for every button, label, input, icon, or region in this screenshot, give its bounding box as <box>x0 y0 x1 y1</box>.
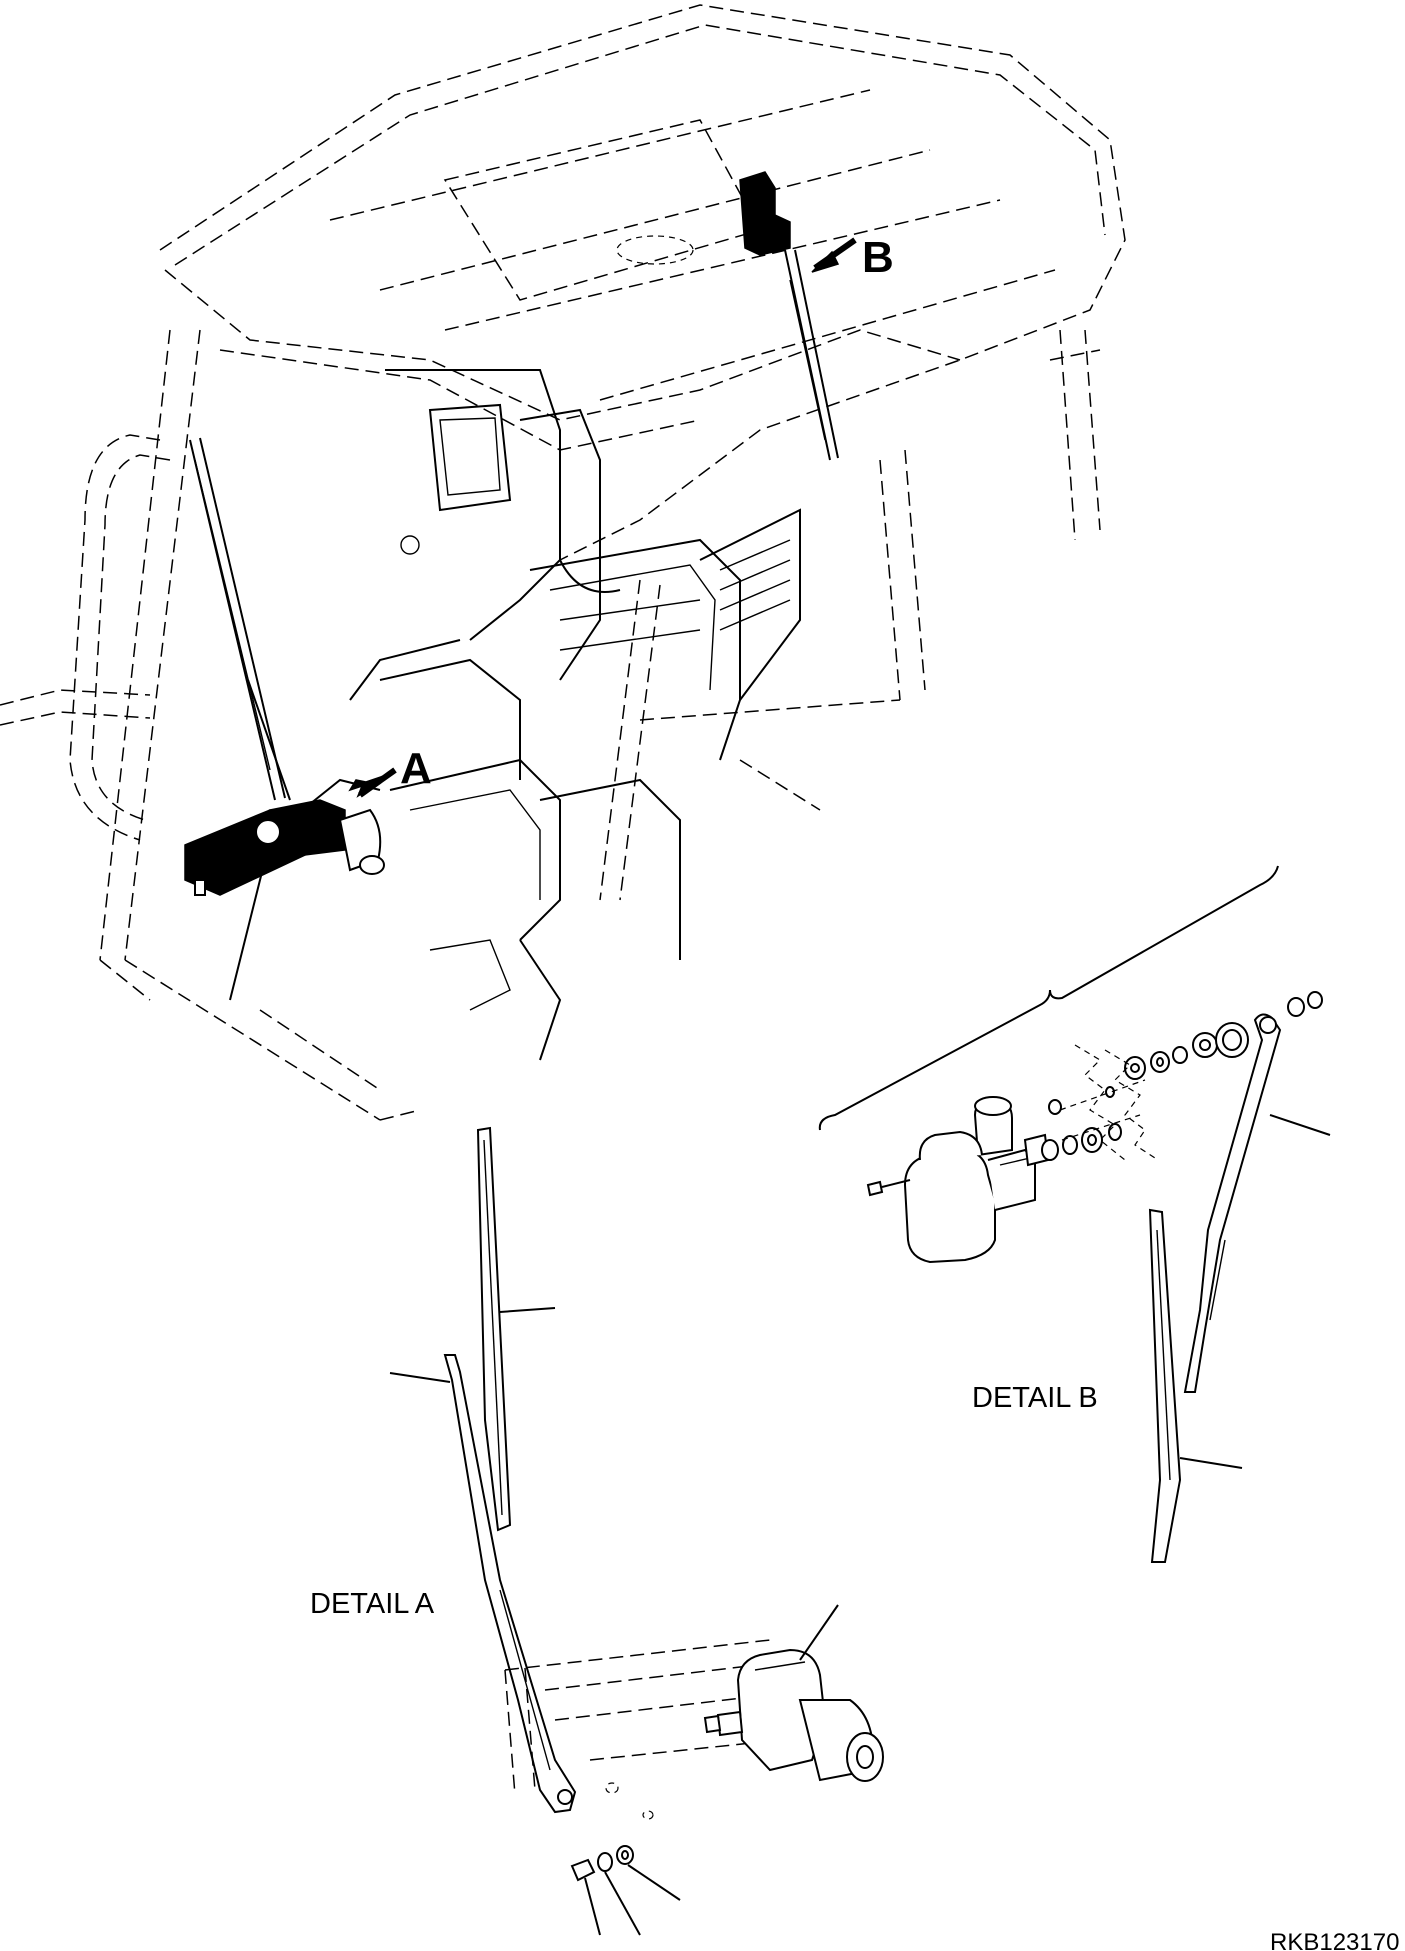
callout-a-label: A <box>400 744 432 793</box>
drawing-code: RKB123170 <box>1270 1929 1399 1951</box>
detail-b: DETAIL B <box>818 865 1331 1563</box>
callout-b: B <box>811 233 894 282</box>
cab-outline <box>0 4 1126 1121</box>
detail-a: DETAIL A <box>310 1126 884 1936</box>
callout-b-label: B <box>862 233 894 282</box>
rear-wiper-overview <box>739 171 839 461</box>
front-wiper-motor-overview <box>184 799 385 896</box>
callout-a: A <box>348 744 432 798</box>
front-wiper-overview <box>189 437 291 801</box>
detail-b-label: DETAIL B <box>972 1382 1098 1414</box>
detail-a-label: DETAIL A <box>310 1588 435 1620</box>
